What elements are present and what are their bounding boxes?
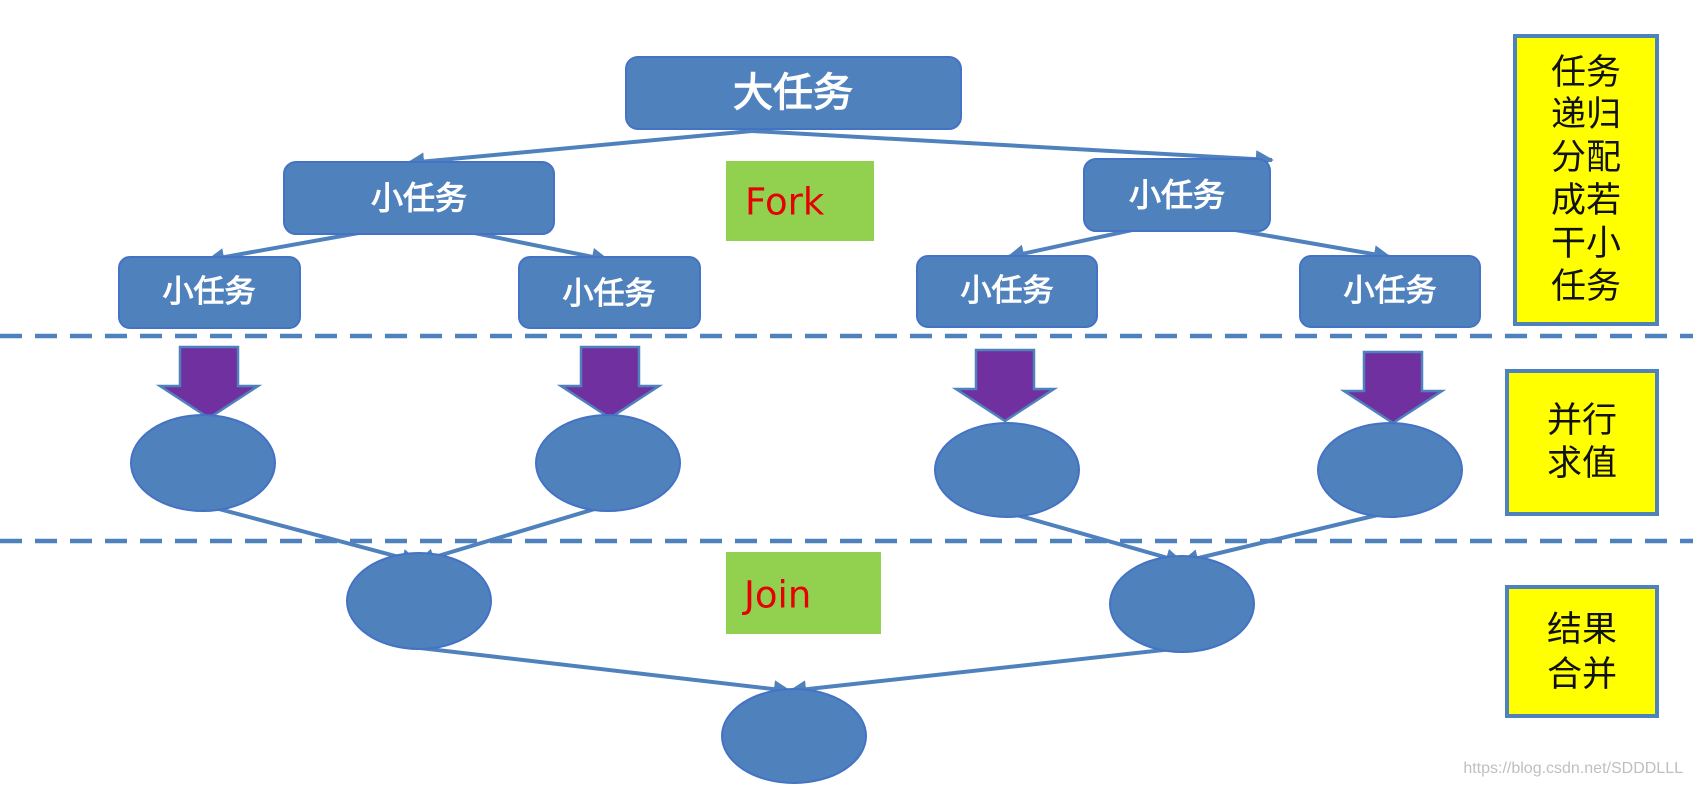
join-label: Join — [726, 552, 881, 634]
side-note-line: 干小 — [1551, 224, 1621, 264]
leaf-task-label: 小任务 — [961, 273, 1054, 309]
side-note-split: 任务 递归 分配 成若 干小 任务 — [1513, 34, 1659, 326]
connector-result-2-to-merge-left — [416, 503, 609, 566]
side-note-line: 成若 — [1551, 181, 1621, 221]
join-connectors — [203, 503, 1391, 699]
final-result-node — [721, 688, 867, 784]
down-arrow-icon — [951, 348, 1059, 423]
side-note-line: 并行 — [1547, 401, 1617, 441]
result-node — [130, 414, 276, 512]
result-node — [934, 422, 1080, 518]
side-note-line: 结果 — [1547, 610, 1617, 650]
subtask-box: 小任务 — [283, 161, 555, 235]
result-node — [535, 414, 681, 512]
connector-merge-right-to-final — [788, 646, 1183, 699]
subtask-label: 小任务 — [371, 179, 467, 217]
watermark-text: https://blog.csdn.net/SDDDLLL — [1463, 760, 1683, 777]
leaf-task-label: 小任务 — [1344, 273, 1437, 309]
side-note-line: 递归 — [1551, 95, 1621, 135]
merge-node — [1109, 555, 1255, 653]
leaf-task-box: 小任务 — [518, 256, 701, 329]
leaf-task-box: 小任务 — [1299, 255, 1481, 328]
connector-result-1-to-merge-left — [203, 503, 420, 567]
side-note-line: 合并 — [1547, 655, 1617, 695]
join-label-text: Join — [742, 574, 811, 617]
merge-node — [346, 552, 492, 650]
fork-label-text: Fork — [745, 181, 825, 224]
side-note-compute: 并行 求值 — [1505, 369, 1659, 516]
subtask-box: 小任务 — [1083, 158, 1271, 232]
down-arrow-icon — [1339, 350, 1447, 425]
root-task-box: 大任务 — [625, 56, 962, 130]
leaf-task-box: 小任务 — [118, 256, 301, 329]
side-note-merge: 结果 合并 — [1505, 585, 1659, 718]
connector-root-to-right — [751, 129, 1274, 169]
subtask-label: 小任务 — [1129, 176, 1225, 214]
fork-label: Fork — [726, 161, 874, 241]
down-arrow-icon — [556, 345, 664, 420]
root-task-label: 大任务 — [733, 70, 853, 116]
leaf-task-label: 小任务 — [563, 276, 656, 312]
side-note-line: 任务 — [1551, 53, 1621, 93]
leaf-task-box: 小任务 — [916, 255, 1098, 328]
side-note-line: 分配 — [1551, 138, 1621, 178]
leaf-task-label: 小任务 — [163, 274, 256, 310]
side-note-line: 任务 — [1551, 267, 1621, 307]
connector-merge-left-to-final — [419, 646, 792, 699]
down-arrow-icon — [155, 345, 263, 420]
connector-root-to-left — [406, 129, 753, 171]
side-note-line: 求值 — [1547, 444, 1617, 484]
result-node — [1317, 422, 1463, 518]
connector-result-4-to-merge-right — [1180, 510, 1391, 567]
connector-result-3-to-merge-right — [1005, 510, 1184, 567]
